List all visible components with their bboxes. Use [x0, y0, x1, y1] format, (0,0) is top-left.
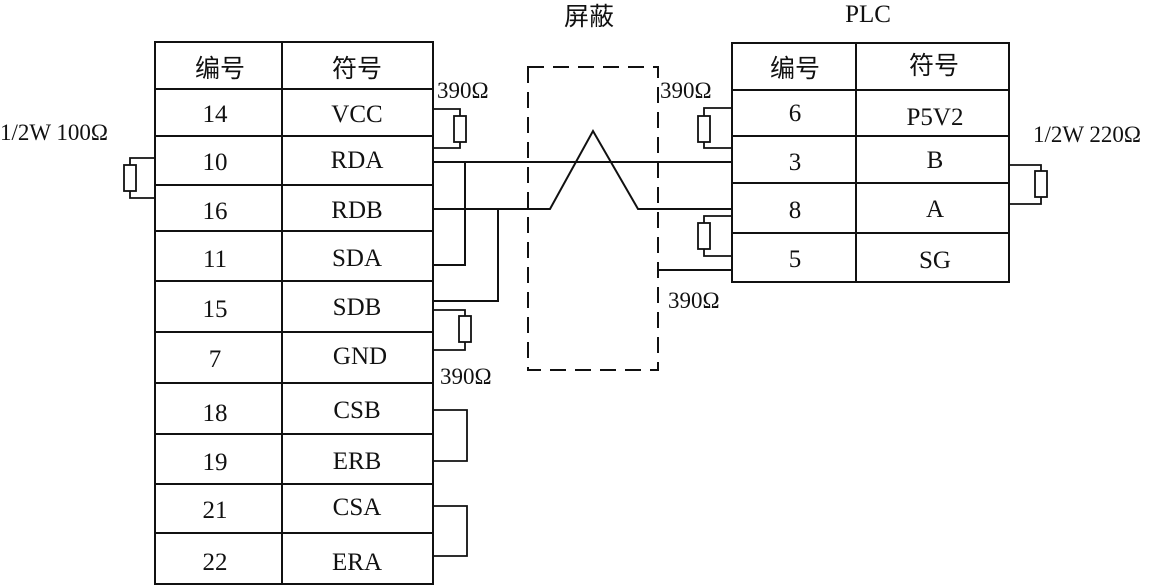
- left-connector-table: 编号 符号 14 VCC 10 RDA 16 RDB 11 SDA 15 SDB…: [154, 41, 434, 585]
- jumper-csa-era: [433, 505, 468, 557]
- right-table-border: [731, 42, 1010, 283]
- left-pulldown-resistor: 390Ω: [433, 309, 492, 389]
- shield-box: 屏蔽: [527, 3, 659, 371]
- left-termination-resistor: 1/2W 100Ω: [0, 120, 155, 199]
- left-pin-number: 14: [203, 101, 229, 128]
- left-pin-number: 19: [203, 449, 228, 476]
- left-pin-number: 16: [203, 198, 228, 225]
- resistor-icon: [458, 315, 472, 343]
- right-pulldown-resistor: 390Ω: [668, 215, 732, 313]
- left-pin-number: 7: [209, 346, 222, 373]
- left-pin-symbol: CSB: [333, 397, 380, 424]
- left-pin-symbol: RDA: [331, 147, 384, 174]
- shield-outline: [527, 66, 659, 371]
- right-pin-number: 3: [789, 149, 802, 176]
- left-pin-number: 22: [203, 549, 228, 576]
- signal-wires: [433, 128, 732, 302]
- left-pin-symbol: SDB: [333, 294, 382, 321]
- resistor-icon: [697, 115, 711, 143]
- left-pin-number: 11: [203, 246, 227, 273]
- wire-sdb-bridge: [433, 209, 499, 302]
- right-header-symbol: 符号: [909, 52, 959, 80]
- right-pin-number: 5: [789, 246, 802, 273]
- left-pin-number: 21: [203, 497, 228, 524]
- left-pullup-label: 390Ω: [437, 78, 489, 103]
- left-pullup-resistor: 390Ω: [433, 78, 489, 149]
- resistor-icon: [453, 115, 467, 143]
- right-pullup-resistor: 390Ω: [660, 78, 733, 149]
- left-pin-symbol: GND: [333, 343, 387, 370]
- left-pin-symbol: VCC: [331, 101, 382, 128]
- resistor-icon: [697, 222, 711, 250]
- right-pin-symbol: SG: [919, 247, 951, 274]
- right-termination-resistor: 1/2W 220Ω: [1009, 122, 1141, 205]
- left-pin-number: 15: [203, 296, 228, 323]
- left-pin-symbol: CSA: [333, 494, 382, 521]
- right-pin-symbol: B: [927, 147, 944, 174]
- wire-rdb-to-a: [433, 128, 732, 210]
- left-pulldown-label: 390Ω: [440, 364, 492, 389]
- left-pin-symbol: SDA: [332, 245, 382, 272]
- right-pin-symbol: P5V2: [907, 104, 964, 131]
- right-pulldown-label: 390Ω: [668, 288, 720, 313]
- plc-connector-table: PLC 编号 符号 6 P5V2 3 B 8 A 5 SG: [731, 1, 1010, 283]
- left-pin-symbol: RDB: [331, 197, 382, 224]
- left-header-symbol: 符号: [332, 55, 382, 83]
- left-pin-number: 10: [203, 149, 228, 176]
- right-pullup-label: 390Ω: [660, 78, 712, 103]
- right-termination-resistor-label: 1/2W 220Ω: [1033, 122, 1141, 147]
- right-pin-number: 8: [789, 197, 802, 224]
- resistor-icon: [123, 164, 137, 192]
- left-pin-symbol: ERB: [333, 448, 382, 475]
- right-header-number: 编号: [770, 55, 820, 83]
- left-termination-resistor-label: 1/2W 100Ω: [0, 120, 108, 145]
- shield-label: 屏蔽: [564, 3, 614, 31]
- jumper-csb-erb: [433, 409, 468, 462]
- wire-sda-bridge: [433, 162, 466, 266]
- left-pin-number: 18: [203, 400, 228, 427]
- plc-label: PLC: [845, 1, 891, 28]
- left-pin-symbol: ERA: [332, 549, 382, 576]
- left-table-border: [154, 41, 434, 585]
- left-header-number: 编号: [195, 55, 245, 83]
- resistor-icon: [1034, 170, 1048, 198]
- right-pin-symbol: A: [926, 196, 944, 223]
- right-pin-number: 6: [789, 100, 802, 127]
